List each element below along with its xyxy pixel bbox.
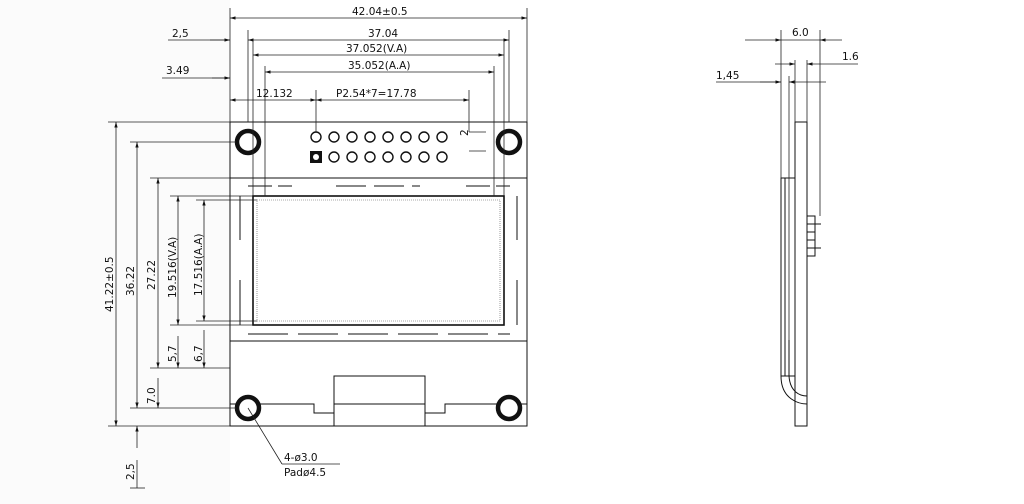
dim-pin-pitch: P2.54*7=17.78: [336, 88, 417, 100]
side-dim-pcb: 1,45: [716, 70, 739, 82]
glass-outline: [229, 177, 528, 342]
pcb-outline: [229, 121, 528, 427]
dim-bottom-2-5: 2,5: [125, 463, 137, 480]
front-view: 42.04±0.5 37.04 37.052(V.A) 35.052(A.A) …: [104, 6, 528, 489]
dim-27-22: 27.22: [146, 260, 158, 290]
dim-offset-2-5: 2,5: [172, 28, 189, 40]
side-dim-glass: 1.6: [842, 51, 859, 63]
side-pcb: [794, 121, 808, 427]
side-flex-cable: [780, 375, 808, 405]
dim-offset-3-49: 3.49: [166, 65, 189, 77]
dim-36-22: 36.22: [125, 266, 137, 296]
hole-spec: 4-ø3.0: [284, 452, 318, 464]
dim-pin-row-gap: 2: [459, 129, 471, 136]
dim-bottom-5-7: 5,7: [167, 345, 179, 362]
side-dim-thickness: 6.0: [792, 27, 809, 39]
dim-overall-height: 41.22±0.5: [104, 256, 116, 312]
side-view: 6.0 1.6 1,45: [716, 27, 859, 427]
dim-active-area-width: 35.052(A.A): [348, 60, 410, 72]
visible-area: [252, 195, 505, 326]
dim-bottom-6-7: 6,7: [193, 345, 205, 362]
dim-visible-area-width: 37.052(V.A): [346, 43, 407, 55]
side-glass: [780, 177, 796, 377]
active-area: [256, 199, 501, 322]
dim-37-04: 37.04: [368, 28, 398, 40]
side-header: [806, 215, 816, 257]
mount-hole-top-right: [495, 128, 523, 156]
pcb-bottom-notches: [230, 403, 527, 414]
mount-hole-bottom-right: [495, 394, 523, 422]
dim-active-area-height: 17.516(A.A): [193, 234, 205, 296]
dim-pin-offset: 12.132: [256, 88, 293, 100]
dim-overall-width: 42.04±0.5: [352, 6, 408, 18]
header-pins: [310, 131, 448, 163]
dim-visible-area-height: 19.516(V.A): [167, 237, 179, 298]
pad-spec: Padø4.5: [284, 467, 326, 479]
flex-connector: [333, 375, 426, 427]
dim-bottom-7-0: 7.0: [146, 387, 158, 404]
mount-hole-top-left: [234, 128, 262, 156]
